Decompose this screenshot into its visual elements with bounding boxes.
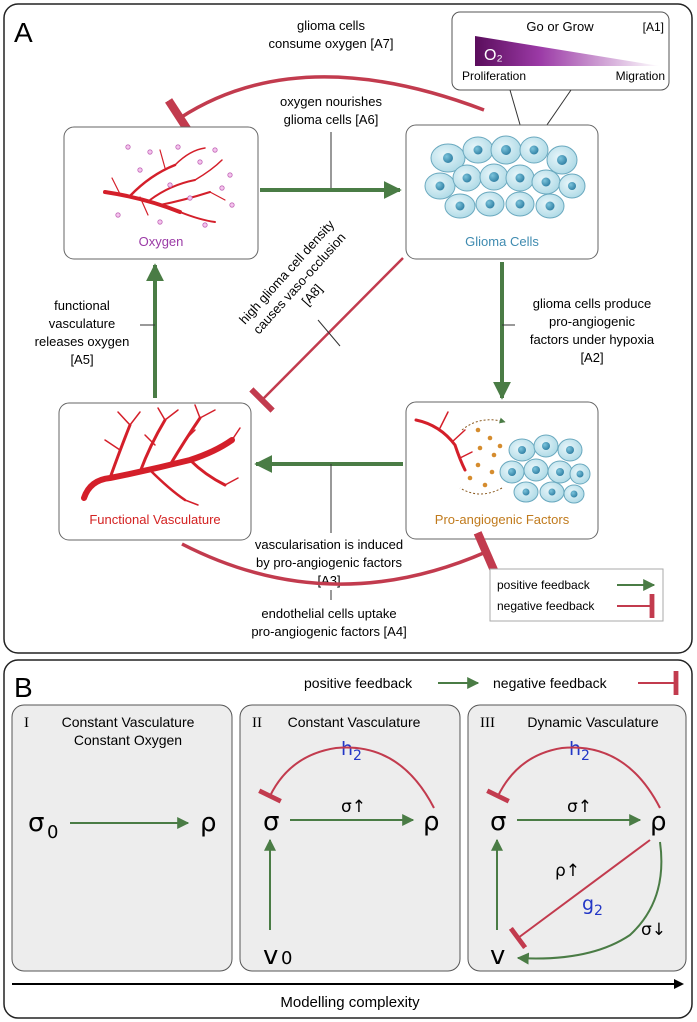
a3-label-1: vascularisation is induced: [255, 537, 403, 552]
box1-rho: ρ: [200, 808, 217, 838]
complexity-axis-head: [674, 979, 684, 989]
oxygen-vessel-icon: [103, 147, 226, 223]
a7-inhibition-arc: [165, 75, 485, 138]
a7-label-2: consume oxygen [A7]: [268, 36, 393, 51]
oxygen-node-label: Oxygen: [139, 234, 184, 249]
a5-label-1: functional: [54, 298, 110, 313]
box2-title: Constant Vasculature: [288, 714, 421, 730]
box3-g-sub: 2: [594, 903, 603, 919]
go-or-grow-box: Go or Grow [A1] O₂ Proliferation Migrati…: [451, 11, 670, 136]
legend-a-positive: positive feedback: [497, 578, 591, 592]
a5-label-2: vasculature: [49, 316, 115, 331]
box3-rho-up: ρ↑: [555, 861, 580, 881]
factors-vessel-icon: [414, 411, 473, 472]
a3-label-2: by pro-angiogenic factors: [256, 555, 402, 570]
box2-v-sub: 0: [281, 948, 292, 969]
box2-h: h: [341, 738, 353, 760]
model-box-2: II Constant Vasculature h 2 σ ρ σ↑ v 0: [239, 704, 461, 972]
a2-label-2: pro-angiogenic: [549, 314, 636, 329]
box1-title-2: Constant Oxygen: [74, 732, 182, 748]
box1-title-1: Constant Vasculature: [62, 714, 195, 730]
legend-b-negative: negative feedback: [493, 675, 608, 691]
box2-sigma-up: σ↑: [341, 797, 366, 817]
o2-label: O₂: [484, 47, 503, 64]
a6-label-1: oxygen nourishes: [280, 94, 382, 109]
legend-b-positive: positive feedback: [304, 675, 413, 691]
box3-sigma: σ: [490, 807, 506, 837]
a7-label-1: glioma cells: [297, 18, 365, 33]
vasculature-node: Functional Vasculature: [58, 402, 252, 541]
box2-numeral: II: [252, 715, 262, 731]
box3-v: v: [490, 941, 505, 971]
legend-a-negative: negative feedback: [497, 599, 595, 613]
box3-sigma-up: σ↑: [567, 797, 592, 817]
box3-title: Dynamic Vasculature: [527, 714, 658, 730]
panel-a-legend: positive feedback negative feedback: [489, 568, 664, 622]
model-box-1: I Constant Vasculature Constant Oxygen σ…: [11, 704, 233, 972]
a2-label-1: glioma cells produce: [533, 296, 652, 311]
box2-sigma: σ: [263, 807, 279, 837]
a5-label-3: releases oxygen: [35, 334, 130, 349]
go-or-grow-tag: [A1]: [643, 20, 664, 34]
glioma-node-label: Glioma Cells: [465, 234, 539, 249]
box3-rho-v-arrow: [516, 841, 663, 965]
box3-h2-arc: [486, 746, 661, 809]
box3-h: h: [569, 738, 581, 760]
a4-label-2: pro-angiogenic factors [A4]: [251, 624, 406, 639]
glioma-node: Glioma Cells: [405, 124, 599, 260]
factors-node: Pro-angiogenic Factors: [405, 401, 599, 540]
a5-label-4: [A5]: [70, 352, 93, 367]
a4-inhibition-arc: [181, 531, 499, 586]
vasculature-vessel-icon: [81, 404, 241, 506]
box2-h-sub: 2: [353, 748, 362, 764]
box1-sigma-sub: 0: [47, 822, 58, 843]
box2-h2-arc: [258, 746, 435, 809]
box3-h-sub: 2: [581, 748, 590, 764]
a2-label-3: factors under hypoxia: [530, 332, 655, 347]
migration-label: Migration: [616, 69, 665, 83]
box2-v: v: [263, 941, 278, 971]
proliferation-label: Proliferation: [462, 69, 526, 83]
panel-b-letter: B: [14, 672, 33, 703]
a4-label-1: endothelial cells uptake: [261, 606, 396, 621]
panel-a-letter: A: [14, 17, 33, 48]
oxygen-node: Oxygen: [63, 126, 259, 260]
a8-inhibition-line: [249, 257, 404, 413]
box1-sigma: σ: [28, 808, 44, 838]
oxygen-gradient-wedge: [475, 36, 660, 66]
box3-g: g: [582, 893, 594, 915]
box3-numeral: III: [480, 715, 495, 731]
go-or-grow-title: Go or Grow: [526, 19, 594, 34]
box3-sigma-down: σ↓: [641, 920, 666, 940]
vasculature-node-label: Functional Vasculature: [89, 512, 220, 527]
model-box-3: III Dynamic Vasculature h 2 σ ρ σ↑ ρ↑ g …: [467, 704, 687, 972]
box3-rho: ρ: [650, 807, 667, 837]
glioma-cells-icon: [424, 135, 586, 219]
box1-numeral: I: [24, 715, 29, 731]
box2-rho: ρ: [423, 807, 440, 837]
factors-node-label: Pro-angiogenic Factors: [435, 512, 570, 527]
factor-particles: [467, 427, 503, 488]
complexity-axis-label: Modelling complexity: [280, 994, 420, 1011]
a6-label-2: glioma cells [A6]: [284, 112, 379, 127]
oxygen-particles: [115, 144, 235, 228]
box3-g2-inhibition: [508, 839, 651, 950]
a2-label-4: [A2]: [580, 350, 603, 365]
